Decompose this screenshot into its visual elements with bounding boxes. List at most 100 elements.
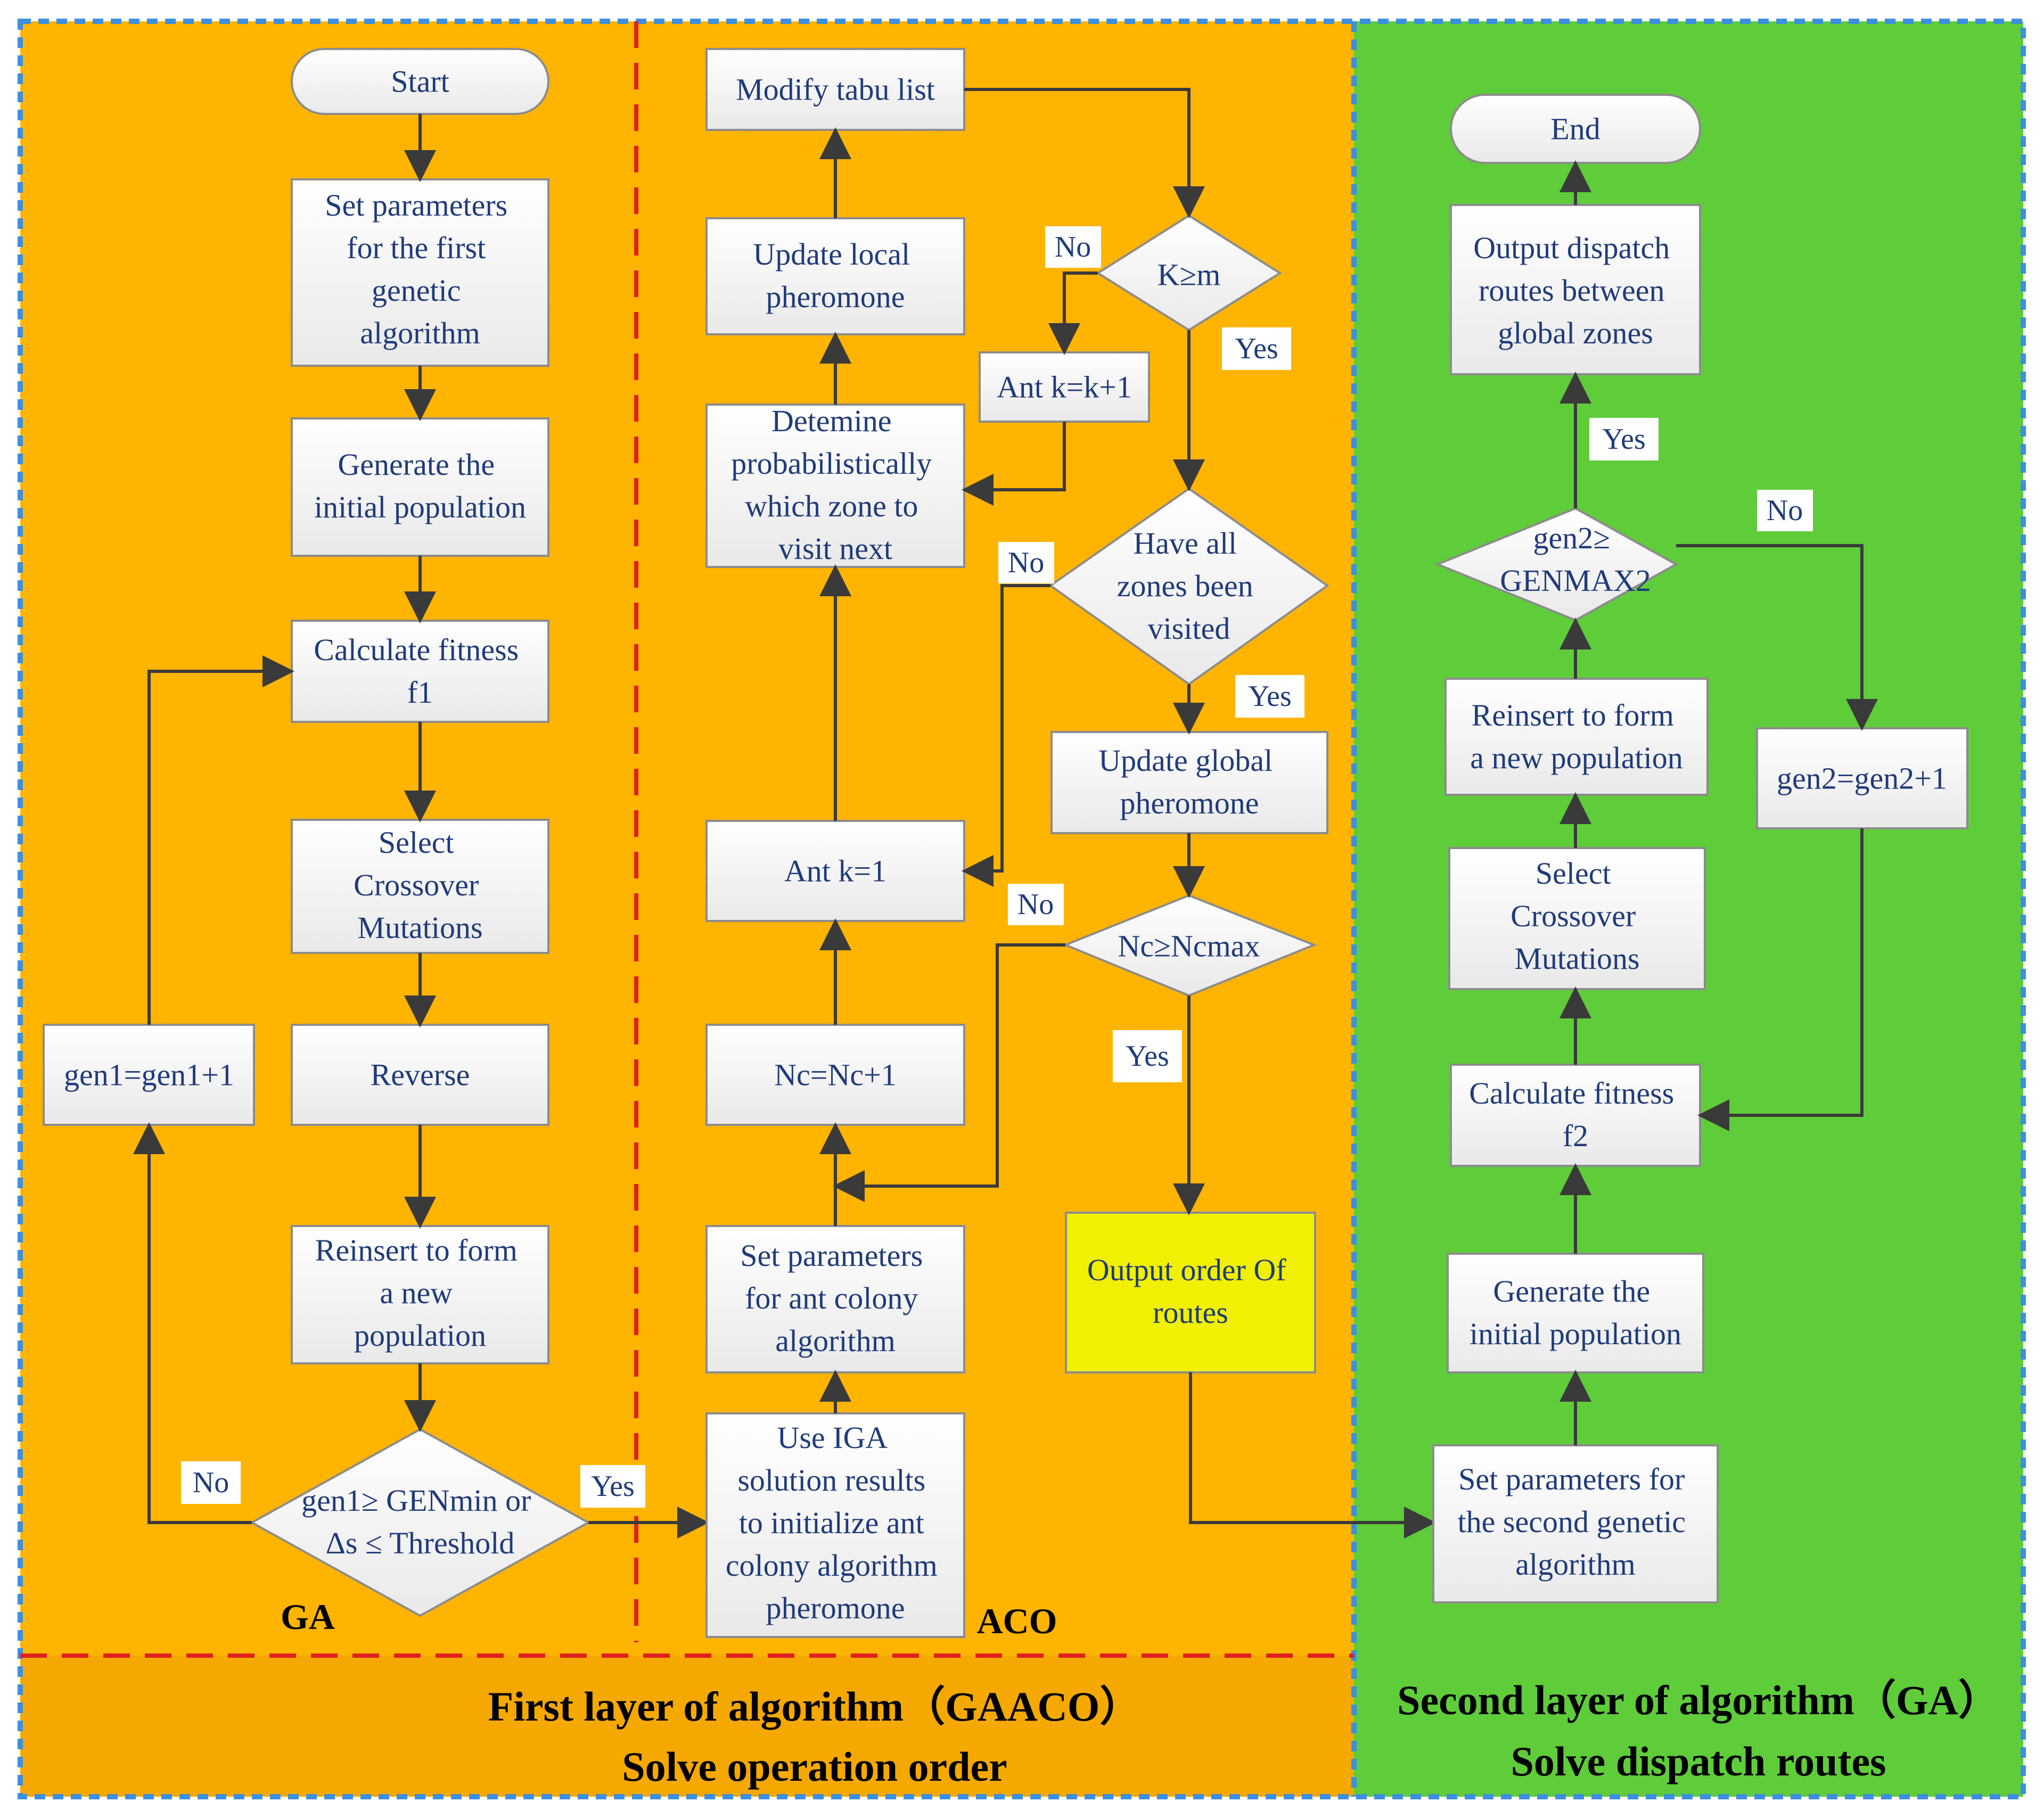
svg-text:Detemine probabilistical: Detemine probabilistically which zone to…	[731, 404, 939, 566]
aco-nc-ge-diamond: Nc≥Ncmax	[1062, 894, 1317, 997]
svg-text:No: No	[193, 1466, 229, 1499]
aco-have-all-diamond: Have all zones been visited	[1048, 487, 1329, 686]
arrow-ga2geninc-to-calcfit	[1697, 828, 1864, 1131]
aco-update-global-box: Update global pheromone	[1050, 731, 1328, 834]
svg-text:K≥m: K≥m	[1158, 258, 1221, 292]
first-layer-title: First layer of algorithm（GAACO）	[488, 1683, 1142, 1730]
ga2-select-box: Select Crossover Mutations	[1448, 847, 1706, 990]
arrow-geninc-to-calcfit	[147, 655, 294, 1025]
aco-ant1-box: Ant k=1	[705, 820, 965, 922]
ga-no-tag: No	[181, 1461, 241, 1504]
svg-text:No: No	[1017, 888, 1054, 921]
svg-text:Reverse: Reverse	[371, 1058, 470, 1092]
svg-text:Use IGA solution results: Use IGA solution results to initialize a…	[726, 1420, 945, 1625]
ga-reinsert-box: Reinsert to form a new population	[291, 1225, 549, 1364]
svg-text:Reinsert to form a new: Reinsert to form a new population	[315, 1233, 526, 1353]
ga2-set-params-box: Set parameters for the second genetic al…	[1432, 1444, 1719, 1603]
arrow-kgem-no-to-antinc	[1048, 272, 1098, 355]
first-layer-subtitle: Solve operation order	[622, 1743, 1007, 1790]
ga2-output-routes-box: Output dispatch routes between global zo…	[1450, 204, 1701, 375]
arrow-haveall-no-to-ant1	[962, 584, 1050, 887]
second-layer-title: Second layer of algorithm（GA）	[1397, 1677, 2000, 1723]
arrow-modifytabu-to-kgem	[964, 88, 1205, 218]
svg-text:Nc=Nc+1: Nc=Nc+1	[774, 1058, 897, 1092]
ga-calc-fitness-box: Calculate fitness f1	[291, 620, 549, 723]
svg-text:Update local pheromone: Update local pheromone	[753, 237, 917, 314]
svg-text:Output order Of routes: Output order Of routes	[1087, 1253, 1294, 1330]
svg-text:No: No	[1055, 231, 1091, 264]
ga2-calc-fitness-box: Calculate fitness f2	[1450, 1064, 1701, 1167]
ga-select-box: Select Crossover Mutations	[291, 819, 549, 954]
aco-ncge-no-tag: No	[1008, 884, 1064, 925]
aco-update-local-box: Update local pheromone	[705, 217, 965, 335]
ga2-yes-tag: Yes	[1589, 418, 1659, 460]
aco-nc-inc-box: Nc=Nc+1	[705, 1024, 965, 1126]
svg-text:gen1≥ GENmin or Δs ≤ Thr: gen1≥ GENmin or Δs ≤ Threshold	[301, 1483, 539, 1560]
aco-section-label: ACO	[976, 1601, 1057, 1641]
ga2-gen-inc-box: gen2=gen2+1	[1756, 727, 1968, 829]
svg-text:Yes: Yes	[591, 1470, 634, 1503]
first-layer-bottom-band	[20, 1656, 1354, 1797]
aco-use-iga-box: Use IGA solution results to initialize a…	[705, 1412, 965, 1638]
aco-k-no-tag: No	[1045, 226, 1101, 268]
svg-text:No: No	[1767, 494, 1803, 527]
ga-decision-diamond: gen1≥ GENmin or Δs ≤ Threshold	[249, 1428, 591, 1617]
ga2-gen-pop-box: Generate the initial population	[1447, 1253, 1704, 1373]
svg-text:Set parameters for the f: Set parameters for the first genetic alg…	[325, 188, 515, 350]
svg-text:Calculate fitness f2: Calculate fitness f2	[1469, 1076, 1681, 1153]
svg-text:Yes: Yes	[1126, 1040, 1169, 1073]
aco-k-yes-tag: Yes	[1222, 327, 1291, 370]
outer-dashed-border	[18, 19, 2026, 1799]
svg-text:Ant k=1: Ant k=1	[784, 854, 886, 889]
arrow-output-to-ga2	[1189, 1372, 1436, 1539]
aco-determine-box: Detemine probabilistically which zone to…	[705, 404, 965, 568]
svg-text:Update global pheromone: Update global pheromone	[1098, 743, 1280, 820]
svg-text:Start: Start	[391, 64, 449, 99]
svg-text:Output dispatch routes b: Output dispatch routes between global zo…	[1473, 231, 1677, 350]
ga2-no-tag: No	[1757, 490, 1813, 531]
svg-text:gen2=gen2+1: gen2=gen2+1	[1777, 761, 1947, 796]
svg-text:Reinsert to form a new p: Reinsert to form a new population	[1470, 698, 1682, 775]
aco-set-params-box: Set parameters for ant colony algorithm	[705, 1225, 965, 1373]
svg-text:Calculate fitness f1: Calculate fitness f1	[314, 632, 526, 710]
aco-output-order-box: Output order Of routes	[1065, 1212, 1316, 1373]
ga2-end: End	[1450, 94, 1701, 164]
arrow-ncge-no-to-ncinc	[833, 943, 1065, 1202]
ga-gen-pop-box: Generate the initial population	[291, 417, 549, 557]
ga-gen-inc-box: gen1=gen1+1	[43, 1024, 255, 1126]
svg-text:Yes: Yes	[1602, 423, 1645, 456]
ga-set-params-box: Set parameters for the first genetic alg…	[291, 178, 549, 367]
arrow-decision-no-to-geninc	[133, 1122, 252, 1524]
svg-text:Generate the initial pop: Generate the initial population	[314, 447, 526, 524]
svg-text:Modify tabu list: Modify tabu list	[736, 72, 935, 107]
ga-section-label: GA	[281, 1597, 335, 1637]
second-layer-subtitle: Solve dispatch routes	[1511, 1738, 1886, 1784]
svg-text:Ant k=k+1: Ant k=k+1	[997, 370, 1132, 405]
aco-modify-tabu-box: Modify tabu list	[705, 48, 965, 131]
ga-reverse-box: Reverse	[291, 1024, 549, 1126]
svg-text:Yes: Yes	[1235, 332, 1278, 365]
svg-text:Set parameters for ant c: Set parameters for ant colony algorithm	[740, 1238, 931, 1358]
ga-yes-tag: Yes	[580, 1465, 645, 1508]
first-layer-region	[20, 21, 1354, 1797]
svg-text:gen2≥ GENMAX2: gen2≥ GENMAX2	[1500, 521, 1651, 598]
svg-text:Select Crossover M: Select Crossover Mutations	[1511, 856, 1644, 976]
svg-text:Nc≥Ncmax: Nc≥Ncmax	[1118, 929, 1260, 964]
aco-haveall-no-tag: No	[998, 542, 1054, 583]
arrow-ga2decision-no-to-geninc	[1676, 544, 1878, 731]
svg-text:Generate the initial pop: Generate the initial population	[1470, 1274, 1681, 1351]
aco-ant-inc-box: Ant k=k+1	[979, 351, 1150, 423]
aco-ncge-yes-tag: Yes	[1113, 1030, 1182, 1082]
aco-haveall-yes-tag: Yes	[1235, 675, 1304, 718]
svg-text:Select Crossover M: Select Crossover Mutations	[354, 825, 487, 945]
arrow-antinc-to-determine	[962, 422, 1066, 506]
ga2-reinsert-box: Reinsert to form a new population	[1444, 678, 1709, 796]
svg-text:gen1=gen1+1: gen1=gen1+1	[64, 1058, 234, 1092]
svg-text:Yes: Yes	[1248, 680, 1291, 713]
svg-text:No: No	[1008, 546, 1044, 579]
ga-start: Start	[291, 48, 549, 115]
svg-text:Set parameters for the s: Set parameters for the second genetic al…	[1458, 1462, 1694, 1582]
svg-text:End: End	[1550, 112, 1600, 146]
svg-text:Have all zones been: Have all zones been visited	[1117, 526, 1261, 646]
